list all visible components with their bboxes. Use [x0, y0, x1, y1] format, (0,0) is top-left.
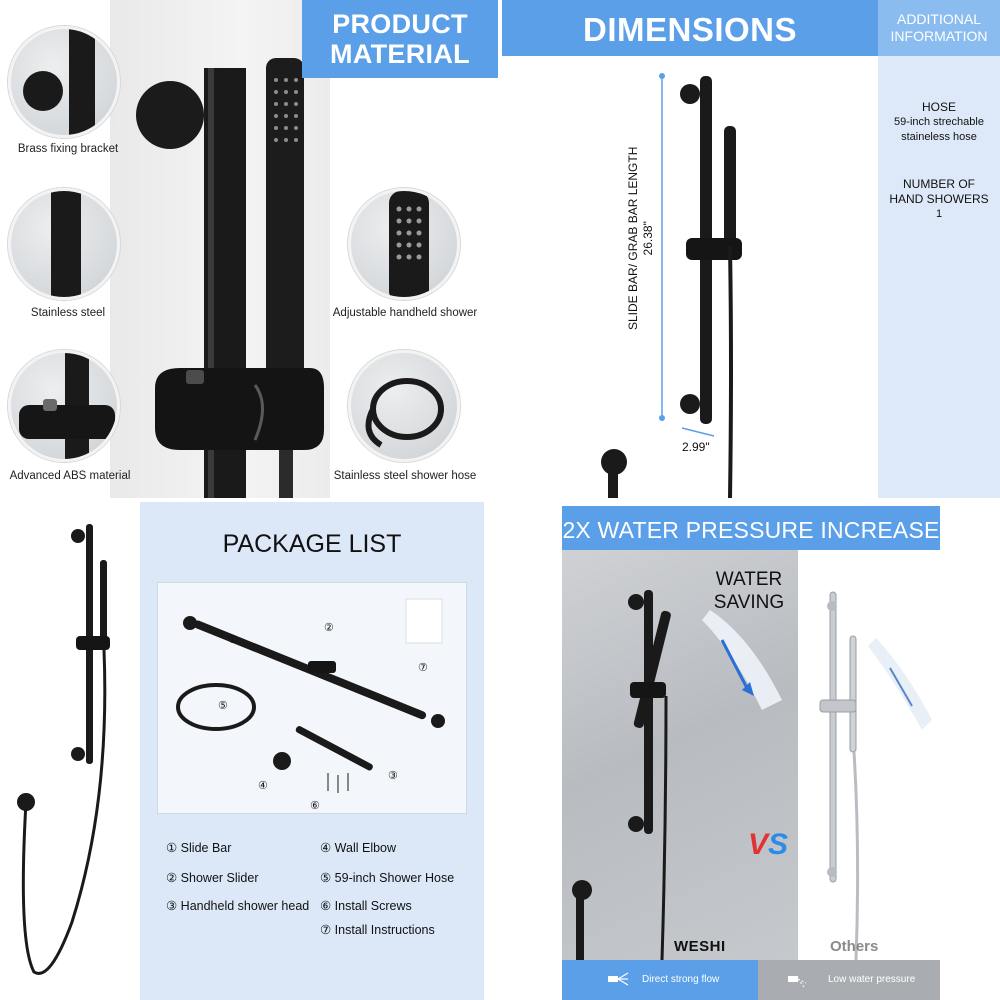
- package-item-shower-slider: ② Shower Slider: [166, 871, 259, 885]
- vs-badge: VS: [748, 828, 788, 862]
- feature-label-abs: Advanced ABS material: [9, 470, 131, 482]
- product-material-banner: PRODUCT MATERIAL: [302, 0, 498, 78]
- feature-label-bracket: Brass fixing bracket: [17, 143, 119, 155]
- package-item-instructions: ⑦ Install Instructions: [320, 923, 435, 937]
- vs-s: S: [768, 828, 789, 861]
- feature-label-hose: Stainless steel shower hose: [333, 470, 477, 482]
- water-saving-line-2: SAVING: [713, 592, 785, 613]
- feature-label-handheld: Adjustable handheld shower: [332, 307, 478, 319]
- additional-info-panel: ADDITIONAL INFORMATION HOSE 59-inch stre…: [878, 0, 1000, 498]
- low-pressure-footer: Low water pressure: [758, 960, 940, 1000]
- marker-2: ②: [324, 622, 334, 634]
- dimensions-panel: DIMENSIONS SLIDE BAR/ GRAB BAR LENGTH 26…: [502, 0, 1000, 498]
- shower-head-icon-low: [788, 976, 807, 988]
- package-item-wall-elbow: ④ Wall Elbow: [320, 841, 397, 855]
- slide-bar-diagram: [659, 73, 742, 498]
- marker-5: ⑤: [218, 700, 228, 712]
- dimensions-title: DIMENSIONS: [502, 0, 878, 56]
- feature-label-steel: Stainless steel: [30, 307, 106, 319]
- hose-value-line-1: 59-inch strechable: [894, 116, 984, 128]
- additional-title-line-2: INFORMATION: [890, 28, 988, 44]
- package-item-hose: ⑤ 59-inch Shower Hose: [320, 871, 455, 885]
- banner-line-2: MATERIAL: [330, 39, 470, 69]
- showers-value: 1: [935, 208, 943, 220]
- product-material-panel: PRODUCT MATERIAL Brass fixing bracket St…: [0, 0, 498, 498]
- strong-flow-caption: Direct strong flow: [642, 974, 720, 985]
- marker-1: ①: [228, 634, 238, 646]
- additional-info-title: ADDITIONAL INFORMATION: [878, 0, 1000, 56]
- hose-icon: [348, 350, 460, 462]
- installed-shower-photo: [17, 524, 110, 975]
- handheld-shower-icon: [348, 188, 460, 300]
- package-list-title: PACKAGE LIST: [222, 530, 402, 558]
- package-list-card: PACKAGE LIST ① ② ③ ④ ⑤ ⑥ ⑦ ① Slide Bar ②…: [140, 502, 484, 1000]
- water-saving-label: WATER SAVING: [684, 568, 814, 614]
- others-shower-photo: [798, 550, 938, 961]
- water-pressure-panel: 2X WATER PRESSURE INCREASE WATER SAVING …: [502, 502, 1000, 1000]
- package-item-handheld: ③ Handheld shower head: [166, 899, 310, 913]
- bar-length-label: SLIDE BAR/ GRAB BAR LENGTH 26.38": [626, 147, 656, 330]
- marker-3: ③: [388, 770, 398, 782]
- package-list-panel: PACKAGE LIST ① ② ③ ④ ⑤ ⑥ ⑦ ① Slide Bar ②…: [0, 502, 498, 1000]
- marker-6: ⑥: [310, 800, 320, 812]
- strong-flow-footer: Direct strong flow: [562, 960, 758, 1000]
- package-item-slide-bar: ① Slide Bar: [166, 841, 232, 855]
- package-item-screws: ⑥ Install Screws: [320, 899, 412, 913]
- shower-closeup-photo: [110, 0, 330, 498]
- marker-4: ④: [258, 780, 268, 792]
- water-saving-line-1: WATER: [715, 569, 783, 590]
- bar-icon: [8, 188, 120, 300]
- shower-head-icon: [608, 972, 629, 986]
- showers-label-line-2: HAND SHOWERS: [889, 192, 989, 206]
- hose-info: HOSE 59-inch strechable staineless hose: [878, 100, 1000, 145]
- wall-elbow-icon: [601, 449, 627, 498]
- vs-v: V: [748, 828, 769, 861]
- additional-title-line-1: ADDITIONAL: [896, 11, 981, 27]
- banner-line-1: PRODUCT: [332, 9, 468, 39]
- showers-label-line-1: NUMBER OF: [903, 177, 975, 191]
- low-pressure-caption: Low water pressure: [828, 974, 916, 985]
- bracket-icon: [8, 26, 120, 138]
- weshi-shower-photo: [562, 550, 832, 960]
- hose-label: HOSE: [921, 100, 956, 114]
- bar-length-value: 26.38": [641, 221, 655, 256]
- brand-label: WESHI: [674, 938, 726, 955]
- others-label: Others: [830, 938, 879, 955]
- package-contents-image: ① ② ③ ④ ⑤ ⑥ ⑦: [157, 582, 467, 814]
- bar-length-caption: SLIDE BAR/ GRAB BAR LENGTH: [626, 146, 640, 330]
- showers-info: NUMBER OF HAND SHOWERS 1: [878, 177, 1000, 222]
- slider-icon: [8, 350, 120, 462]
- marker-7: ⑦: [418, 662, 428, 674]
- width-value: 2.99": [682, 440, 710, 454]
- hose-value-line-2: staineless hose: [901, 131, 977, 143]
- water-pressure-title: 2X WATER PRESSURE INCREASE: [562, 506, 940, 550]
